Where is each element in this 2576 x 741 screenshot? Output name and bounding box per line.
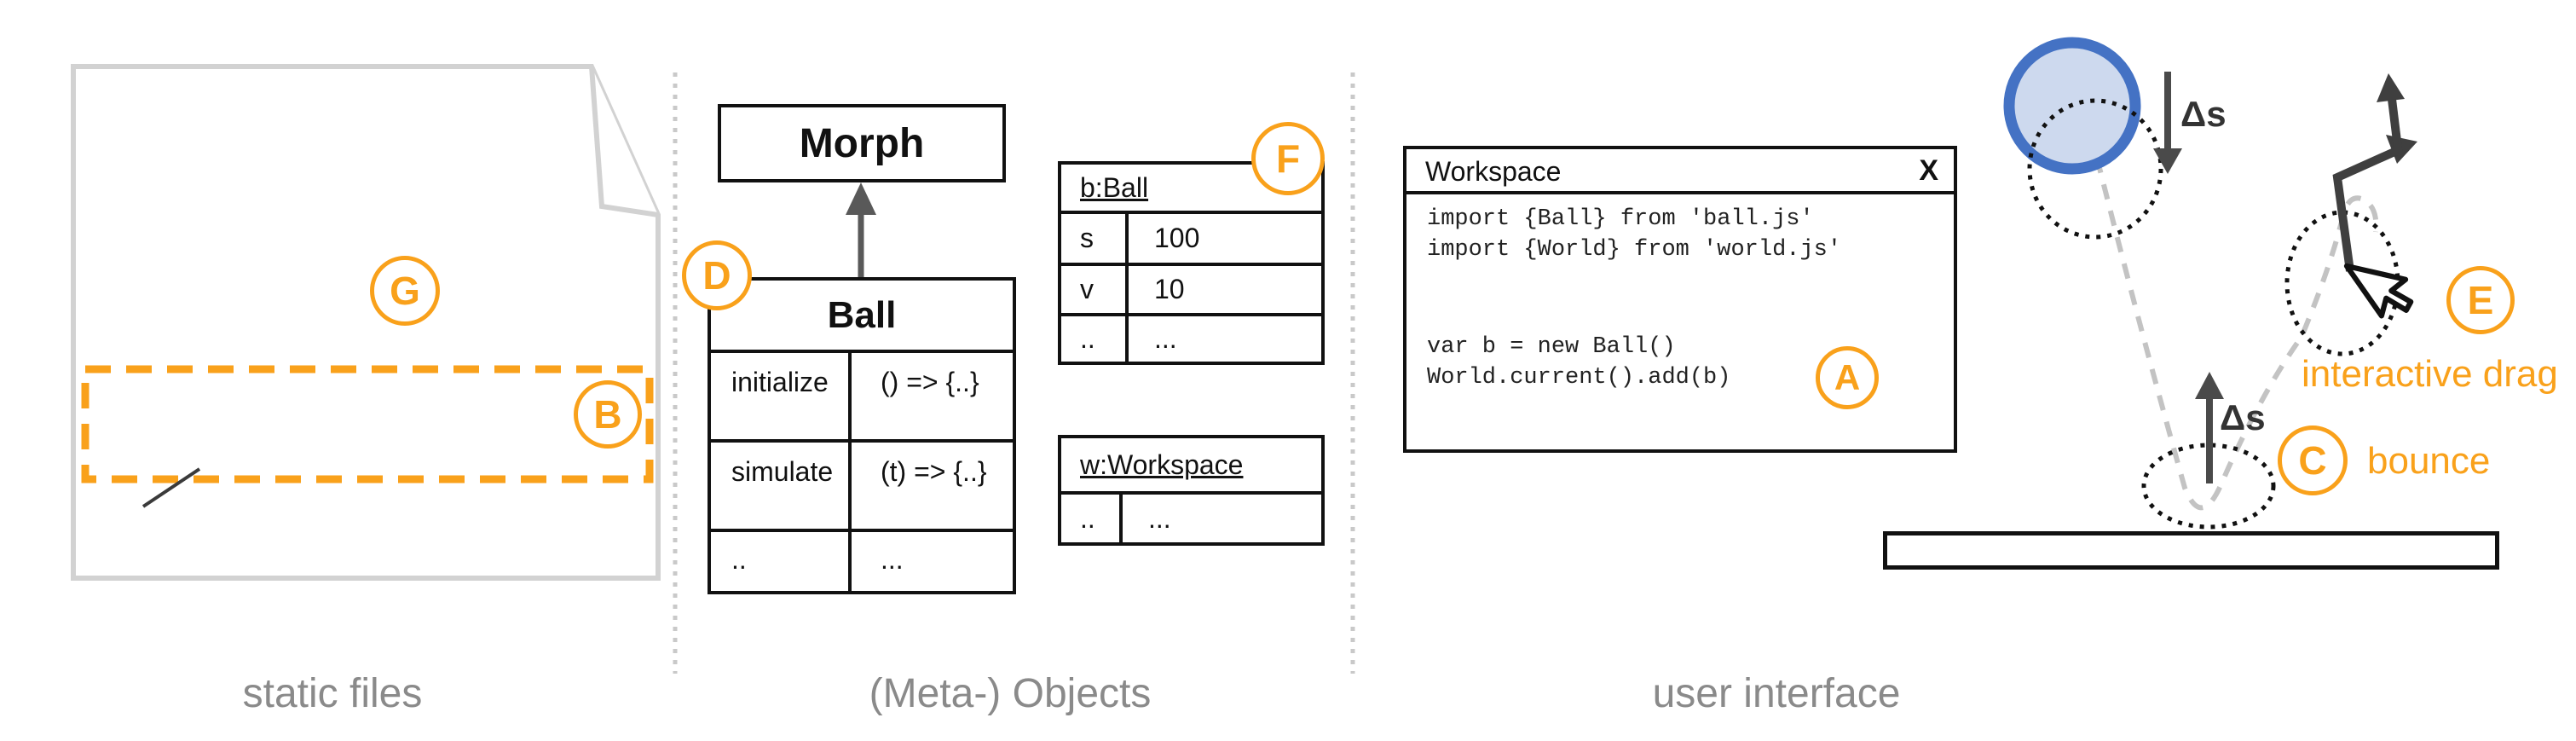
- table-row: simulate (t) => {..}: [711, 439, 1013, 529]
- bounce-arrow: [2195, 372, 2224, 483]
- workspace-window-title: Workspace: [1425, 156, 1562, 187]
- file-shape: [71, 64, 661, 581]
- badge-a: A: [1816, 346, 1879, 409]
- badge-c: C: [2278, 425, 2348, 495]
- table-row: .. ...: [1061, 491, 1321, 542]
- morph-class-box: Morph: [718, 104, 1006, 182]
- field-name: v: [1080, 274, 1094, 304]
- method-value: ...: [881, 544, 904, 575]
- method-value: () => {..}: [881, 367, 979, 397]
- workspace-object-title: w:Workspace: [1080, 449, 1244, 480]
- section-label-meta-objects: (Meta-) Objects: [869, 671, 1152, 716]
- ball-class-title: Ball: [827, 293, 897, 336]
- workspace-code-line: import {Ball} from 'ball.js': [1427, 206, 1814, 232]
- ball-ghost-bounce: [2141, 443, 2276, 530]
- workspace-code-line: import {World} from 'world.js': [1427, 237, 1842, 263]
- method-name: ..: [731, 544, 747, 575]
- method-value: (t) => {..}: [881, 456, 987, 487]
- fall-arrow: [2153, 72, 2182, 174]
- badge-e: E: [2446, 266, 2515, 334]
- section-label-static-files: static files: [242, 671, 423, 716]
- field-name: ..: [1080, 502, 1095, 534]
- bounce-label: bounce: [2367, 440, 2491, 482]
- workspace-window: Workspace X: [1403, 146, 1957, 453]
- ball-class-table: Ball initialize () => {..} simulate (t) …: [708, 277, 1016, 594]
- delta-s-label-fall: Δs: [2180, 94, 2227, 134]
- field-value: ...: [1154, 323, 1177, 354]
- workspace-titlebar: Workspace X: [1406, 149, 1954, 194]
- badge-c-letter: C: [2298, 438, 2327, 483]
- table-row: s 100: [1061, 211, 1321, 263]
- mouse-cursor-icon: [2343, 263, 2414, 319]
- ground-bar: [1883, 531, 2499, 570]
- inheritance-arrow: [846, 182, 876, 277]
- close-button[interactable]: X: [1919, 154, 1938, 187]
- table-row: initialize () => {..}: [711, 350, 1013, 439]
- field-name: ..: [1080, 323, 1095, 354]
- badge-a-letter: A: [1834, 357, 1861, 397]
- interactive-drag-label: interactive drag: [2302, 353, 2558, 395]
- badge-f: F: [1251, 122, 1325, 195]
- badge-e-letter: E: [2467, 278, 2494, 322]
- folded-corner-icon: [589, 66, 659, 217]
- drag-gesture-arrows: [2332, 73, 2417, 272]
- badge-d-letter: D: [702, 253, 731, 298]
- field-value: ...: [1148, 502, 1171, 534]
- trajectory-path: [2075, 78, 2379, 511]
- ball-ghost-top: [2027, 98, 2163, 240]
- strikethrough-line: [142, 467, 201, 508]
- workspace-code-line: World.current().add(b): [1427, 365, 1731, 391]
- badge-g-letter: G: [390, 269, 420, 313]
- workspace-object-table: w:Workspace .. ...: [1058, 435, 1325, 546]
- instance-title: b:Ball: [1080, 171, 1149, 203]
- ball-instance-table: b:Ball s 100 v 10 .. ...: [1058, 161, 1325, 365]
- badge-d: D: [682, 240, 752, 310]
- table-row: .. ...: [1061, 313, 1321, 362]
- badge-f-letter: F: [1275, 136, 1301, 181]
- field-value: 100: [1154, 223, 1200, 253]
- table-row: v 10: [1061, 263, 1321, 313]
- badge-b-letter: B: [593, 392, 622, 437]
- table-row: .. ...: [711, 529, 1013, 592]
- morph-class-label: Morph: [799, 120, 925, 166]
- badge-g: G: [370, 256, 440, 326]
- method-name: initialize: [731, 367, 829, 397]
- badge-b: B: [574, 380, 642, 449]
- delta-s-label-bounce: Δs: [2220, 397, 2266, 437]
- section-label-user-interface: user interface: [1652, 671, 1901, 716]
- field-value: 10: [1154, 274, 1185, 304]
- annotation-box-b: [81, 365, 654, 483]
- field-name: s: [1080, 223, 1094, 253]
- method-name: simulate: [731, 456, 834, 487]
- workspace-code-line: var b = new Ball(): [1427, 334, 1676, 360]
